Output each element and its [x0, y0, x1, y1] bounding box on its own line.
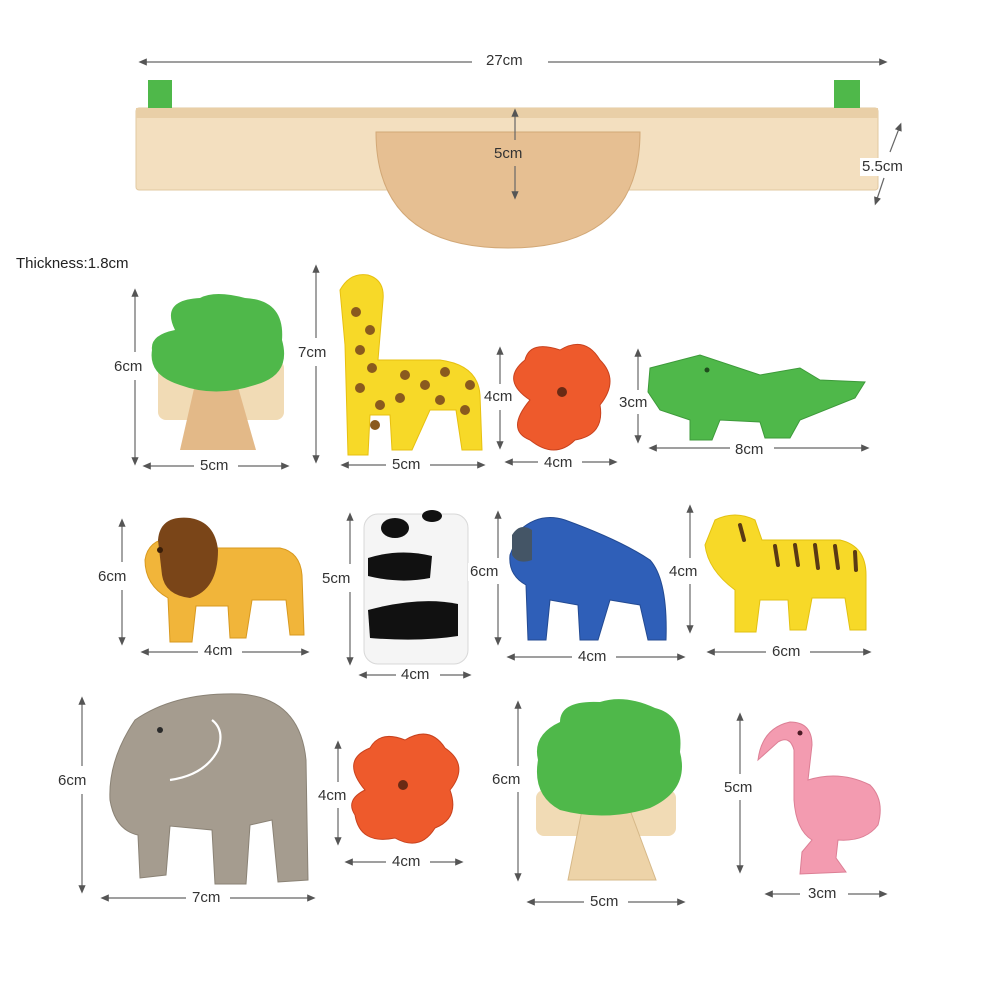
giraffe-width-label: 5cm — [390, 456, 423, 474]
panda-height-label: 5cm — [320, 570, 353, 588]
thickness-label: Thickness:1.8cm — [16, 255, 129, 272]
flower-2-height-label: 4cm — [316, 787, 349, 805]
flower-1-height-label: 4cm — [482, 388, 515, 406]
flower-1 — [513, 343, 611, 451]
flower-2 — [351, 733, 460, 844]
seesaw-board — [135, 80, 879, 249]
tiger-width-label: 6cm — [770, 643, 803, 661]
panda — [363, 510, 469, 665]
giraffe — [339, 274, 483, 456]
tree-1-width-label: 5cm — [198, 457, 231, 475]
flower-1-width-label: 4cm — [542, 454, 575, 472]
lion-height-label: 6cm — [96, 568, 129, 586]
tree-2 — [536, 699, 682, 881]
tree-2-width-label: 5cm — [588, 893, 621, 911]
gorilla-width-label: 4cm — [576, 648, 609, 666]
flamingo-width-label: 3cm — [806, 885, 839, 903]
lion-width-label: 4cm — [202, 642, 235, 660]
flower-2-width-label: 4cm — [390, 853, 423, 871]
seesaw-height-label: 5.5cm — [860, 158, 905, 176]
gorilla-height-label: 6cm — [468, 563, 501, 581]
tree-1 — [151, 294, 285, 450]
elephant-width-label: 7cm — [190, 889, 223, 907]
seesaw-arc-label: 5cm — [494, 145, 523, 162]
panda-width-label: 4cm — [399, 666, 432, 684]
tiger — [704, 514, 867, 633]
gorilla — [509, 517, 667, 641]
flamingo-height-label: 5cm — [722, 779, 755, 797]
crocodile-width-label: 8cm — [733, 441, 766, 459]
crocodile — [647, 354, 866, 441]
giraffe-height-label: 7cm — [296, 344, 329, 362]
tree-1-height-label: 6cm — [112, 358, 145, 376]
elephant-height-label: 6cm — [56, 772, 89, 790]
flamingo — [757, 721, 881, 875]
tree-2-height-label: 6cm — [490, 771, 523, 789]
lion — [144, 517, 305, 643]
elephant — [109, 693, 309, 885]
crocodile-height-label: 3cm — [617, 394, 650, 412]
seesaw-length-label: 27cm — [484, 52, 525, 70]
tiger-height-label: 4cm — [667, 563, 700, 581]
